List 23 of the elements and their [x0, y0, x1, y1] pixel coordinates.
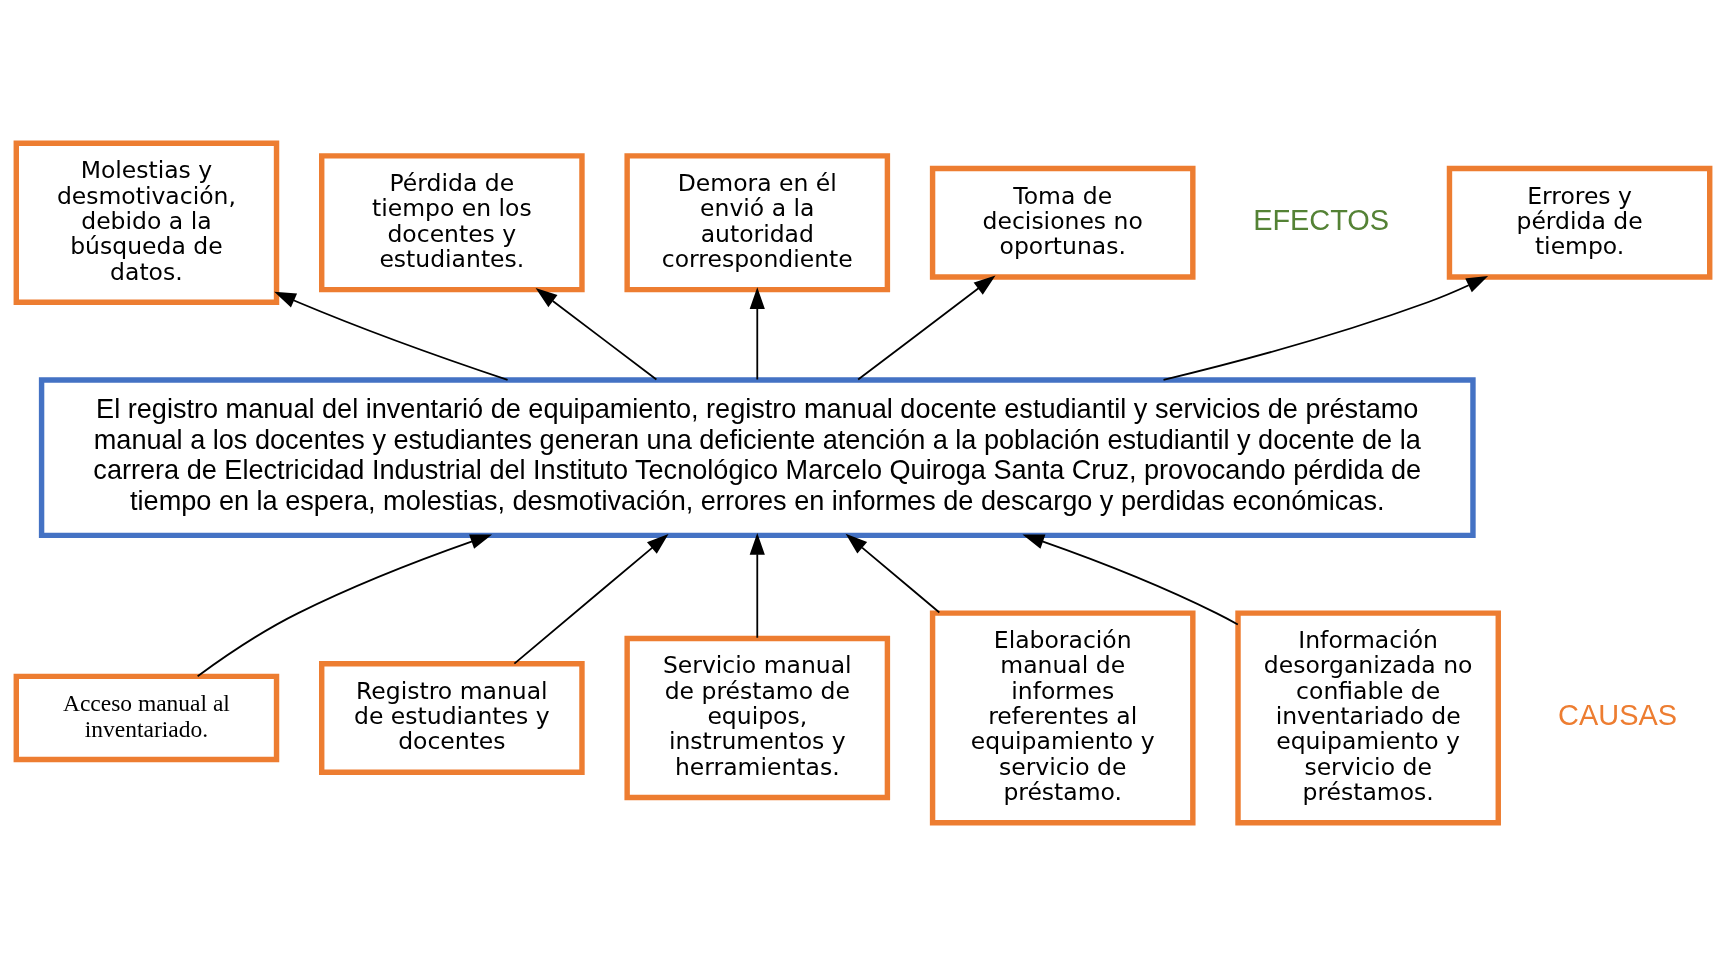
label: CAUSAS [1558, 698, 1677, 731]
arrow [845, 533, 941, 613]
arrow [535, 287, 658, 380]
node-box: Pérdida de tiempo en los docentes y estudiantes. [319, 152, 585, 292]
node-box: Acceso manual al inventariado. [13, 673, 280, 762]
node-box: Registro manual de estudiantes y docentes [319, 660, 585, 775]
node-box: Molestias y desmotivación, debido a la búsqueda de datos. [13, 140, 280, 305]
node-box: Servicio manual de préstamo de equipos, instrumentos y herramientas. [624, 635, 891, 800]
arrow [1022, 533, 1239, 625]
arrow [749, 286, 765, 380]
node-box: Errores y pérdida de tiempo. [1446, 165, 1713, 280]
node-box: Elaboración manual de informes referentes al equipamiento y servicio de préstamo. [929, 609, 1196, 825]
arrow [196, 533, 493, 677]
node-box: El registro manual del inventarió de equipamiento, registro manual docente estudiantil y servicios de préstamo manual a los docentes y estudiantes generan una deficiente atención a la población estudiantil y docente de la carrera de Electricidad Industrial del Instituto Tecnológico Marcelo Quiroga Santa Cruz, provocando pérdida de tiempo en la espera, molestias, desmotivación, errores en informes de descargo y perdidas económicas. [38, 376, 1476, 538]
arrow [1162, 275, 1489, 381]
node-box: Información desorganizada no confiable de inventariado de equipamiento y servicio de préstamos. [1235, 609, 1501, 825]
arrow [513, 533, 669, 664]
node-box: Demora en él envió a la autoridad correspondiente [624, 152, 891, 292]
arrow [857, 274, 996, 380]
arrow [749, 532, 765, 639]
label: EFECTOS [1253, 203, 1390, 236]
arrow [274, 291, 509, 381]
node-box: Toma de decisiones no oportunas. [929, 165, 1196, 280]
